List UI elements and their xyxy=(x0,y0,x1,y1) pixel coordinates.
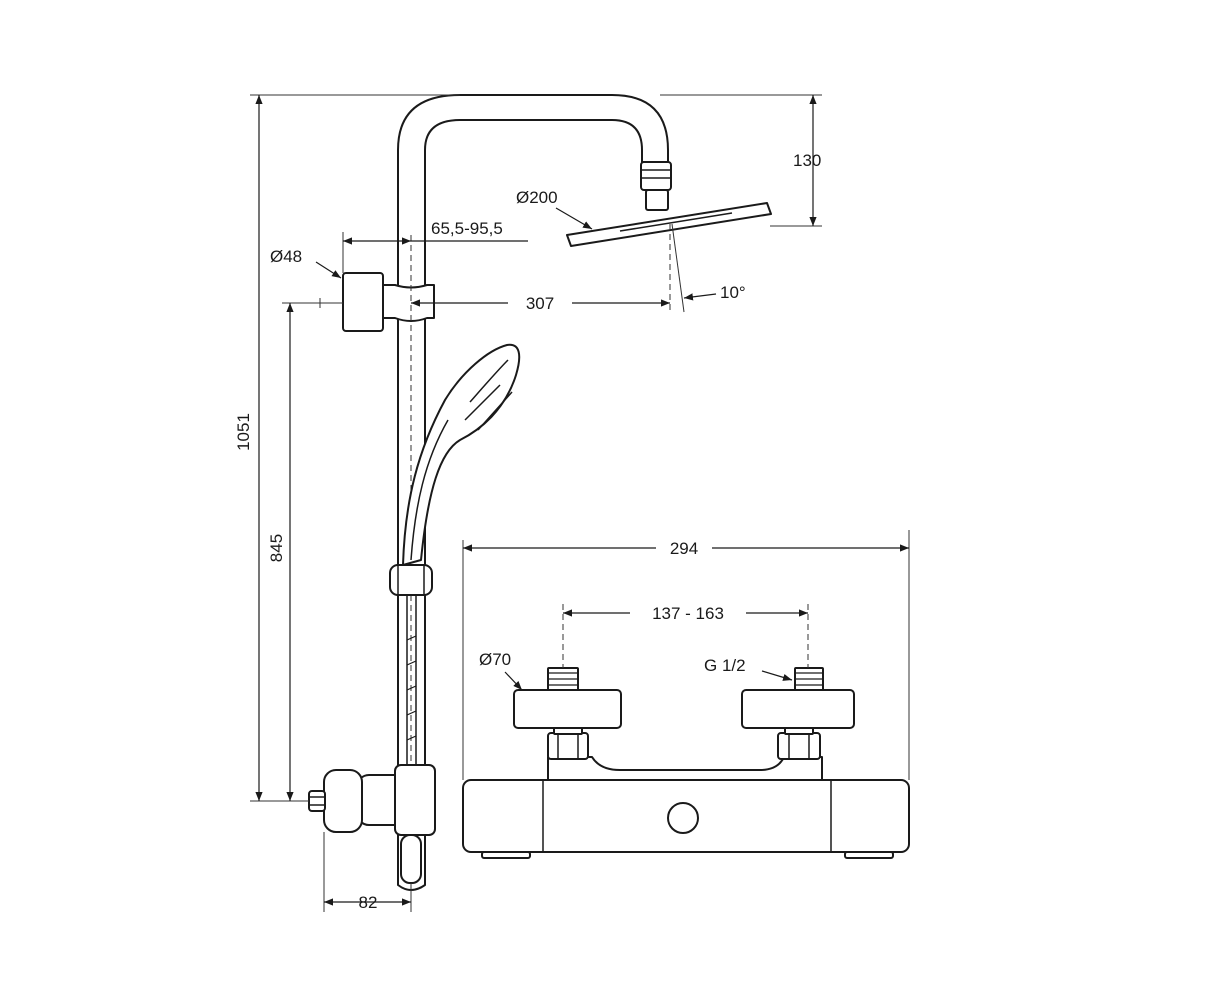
label-outlet-height: 845 xyxy=(267,534,286,562)
swivel-joint xyxy=(640,161,672,191)
dimension-thread-size: G 1/2 xyxy=(704,656,793,681)
dimension-body-width: 294 xyxy=(462,530,910,780)
dimension-bracket-range: 65,5-95,5 xyxy=(342,219,528,273)
dimension-bracket-diameter: Ø48 xyxy=(270,247,342,279)
wall-connector-side xyxy=(308,790,326,812)
shower-column xyxy=(308,94,772,891)
dimension-arm-reach: 307 xyxy=(411,294,670,313)
label-body-width: 294 xyxy=(670,539,698,558)
slide-bracket xyxy=(342,272,384,332)
dimension-outlet-height: 845 xyxy=(267,302,320,801)
dimension-inlet-spacing: 137 - 163 xyxy=(563,604,808,623)
dimension-cover-diameter: Ø70 xyxy=(479,650,523,691)
dimension-wall-depth: 82 xyxy=(323,832,412,912)
label-total-height: 1051 xyxy=(234,413,253,451)
mixer-outlet xyxy=(667,802,699,834)
dimension-head-drop: 130 xyxy=(660,94,822,227)
label-bracket-diameter: Ø48 xyxy=(270,247,302,266)
handset-holder xyxy=(389,564,433,596)
hex-nut-left xyxy=(547,732,589,760)
dimension-head-diameter: Ø200 xyxy=(516,188,593,230)
label-head-drop: 130 xyxy=(793,151,821,170)
label-arm-reach: 307 xyxy=(526,294,554,313)
label-thread-size: G 1/2 xyxy=(704,656,746,675)
wall-cover-left xyxy=(513,689,622,729)
wall-cover-right xyxy=(741,689,855,729)
dimension-total-height: 1051 xyxy=(234,94,460,802)
mixer-front-view xyxy=(462,604,910,859)
hex-nut-right xyxy=(777,732,821,760)
dimension-head-angle: 10° xyxy=(683,283,746,302)
wall-cover-side xyxy=(323,769,363,833)
hand-shower xyxy=(402,343,521,566)
label-bracket-range: 65,5-95,5 xyxy=(431,219,503,238)
overhead-shower-head xyxy=(566,202,772,247)
label-inlet-spacing: 137 - 163 xyxy=(652,604,724,623)
label-head-diameter: Ø200 xyxy=(516,188,558,207)
shower-hose xyxy=(406,595,417,765)
mixer-side-handle xyxy=(394,764,436,836)
label-cover-diameter: Ø70 xyxy=(479,650,511,669)
label-wall-depth: 82 xyxy=(359,893,378,912)
label-head-angle: 10° xyxy=(720,283,746,302)
